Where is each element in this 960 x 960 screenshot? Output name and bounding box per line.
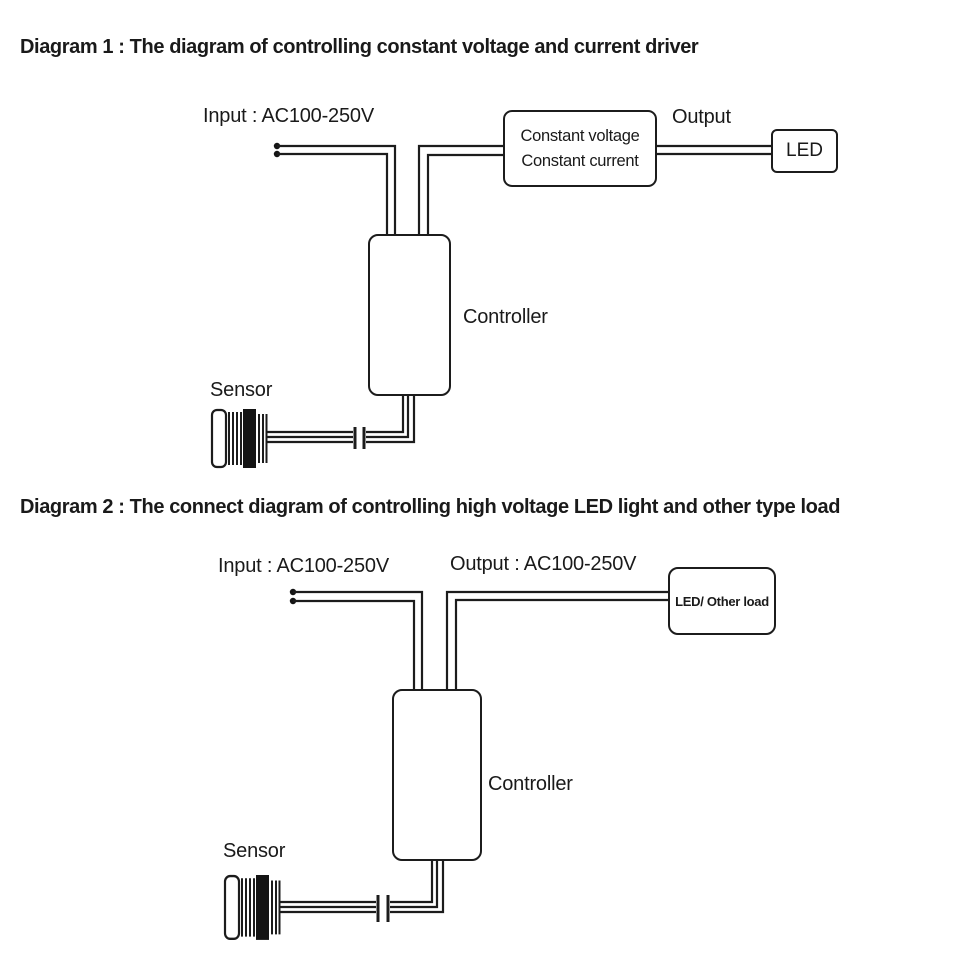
input-wire-live	[277, 144, 397, 236]
diagram1-controller-label: Controller	[463, 306, 548, 328]
diagram1-wires	[210, 142, 772, 469]
led-box: LED	[771, 129, 838, 173]
sensor-wire-1	[366, 394, 405, 434]
diagram2-title: Diagram 2 : The connect diagram of contr…	[20, 496, 841, 518]
sensor-wire-3	[390, 859, 445, 914]
sensor-wire-2	[366, 394, 410, 439]
output-wire-1	[445, 590, 670, 692]
driver-box-line2: Constant current	[521, 151, 639, 170]
controller-box	[368, 234, 451, 396]
sensor-wire-1	[390, 859, 434, 904]
diagram1-sensor-label: Sensor	[210, 379, 273, 401]
diagram1-input-label: Input : AC100-250V	[203, 105, 374, 127]
diagram2-output-label: Output : AC100-250V	[450, 553, 637, 575]
led-other-load-label: LED/ Other load	[675, 593, 769, 609]
diagram2-sensor-label: Sensor	[223, 840, 286, 862]
sensor-wire-2	[390, 859, 439, 909]
diagram1-title: Diagram 1 : The diagram of controlling c…	[20, 36, 699, 58]
sensor-icon	[223, 874, 281, 941]
led-box-label: LED	[786, 140, 823, 161]
diagram2-input-label: Input : AC100-250V	[218, 555, 389, 577]
output-wire-1	[417, 144, 504, 236]
output-wire-2	[454, 598, 670, 692]
led-other-load-box: LED/ Other load	[668, 567, 776, 635]
connector-icon	[353, 427, 366, 449]
diagram2-wires	[223, 588, 670, 941]
input-wire-live	[293, 590, 424, 692]
diagram2-controller-label: Controller	[488, 773, 573, 795]
driver-box: Constant voltage Constant current	[503, 110, 657, 187]
sensor-wire-3	[366, 394, 416, 444]
connector-icon	[376, 895, 390, 922]
input-wire-neutral	[293, 599, 416, 692]
sensor-icon	[210, 408, 268, 469]
diagram1-output-label: Output	[672, 106, 731, 128]
driver-box-line1: Constant voltage	[520, 126, 640, 145]
input-wire-neutral	[277, 152, 389, 236]
controller-box	[392, 689, 482, 861]
output-wire-2	[426, 153, 504, 236]
